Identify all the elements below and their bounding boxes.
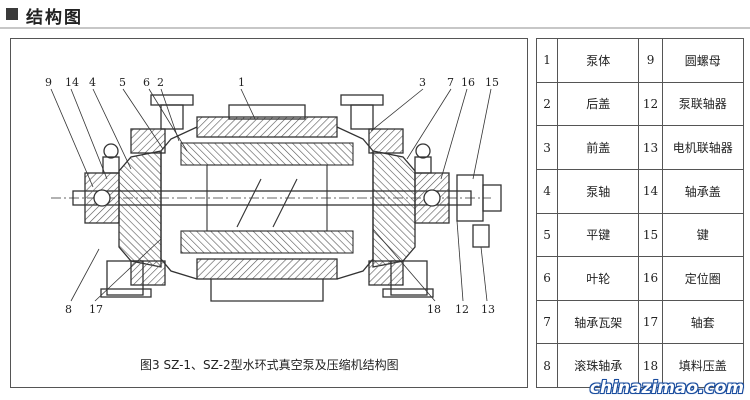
callout-6: 6 [143, 76, 150, 89]
part-name: 前盖 [557, 125, 640, 170]
part-number: 1 [535, 38, 559, 83]
callout-18: 18 [427, 303, 441, 316]
part-name: 定位圈 [661, 256, 745, 301]
part-number: 2 [535, 81, 559, 127]
table-row: 3 前盖 13 电机联轴器 [535, 125, 745, 170]
callout-labels: 9 14 4 5 6 2 1 3 7 16 15 8 17 18 12 13 [45, 76, 499, 316]
callout-4: 4 [89, 76, 96, 89]
header-divider [0, 27, 750, 29]
callout-1: 1 [238, 76, 245, 89]
part-name: 轴承盖 [661, 168, 745, 214]
callout-16: 16 [461, 76, 475, 89]
part-name: 滚珠轴承 [557, 343, 640, 388]
rear-cover [100, 128, 166, 298]
section-title: 结构图 [26, 8, 83, 28]
part-number: 3 [535, 125, 559, 170]
diagram-caption: 图3 SZ-1、SZ-2型水环式真空泵及压缩机结构图 [140, 358, 399, 372]
pump-casing [160, 104, 374, 302]
structure-diagram-frame: 9 14 4 5 6 2 1 3 7 16 15 8 17 18 12 13 [10, 38, 528, 388]
impeller [180, 142, 354, 254]
callout-17: 17 [89, 303, 103, 316]
table-row: 4 泵轴 14 轴承盖 [535, 168, 745, 214]
part-name: 泵联轴器 [661, 81, 745, 127]
part-name: 泵体 [557, 38, 640, 83]
part-name: 键 [661, 212, 745, 258]
callout-12: 12 [455, 303, 469, 316]
pump-cross-section-drawing: 9 14 4 5 6 2 1 3 7 16 15 8 17 18 12 13 [45, 76, 502, 316]
table-row: 6 叶轮 16 定位圈 [535, 256, 745, 301]
part-number: 8 [535, 343, 559, 388]
table-row: 7 轴承瓦架 17 轴套 [535, 299, 745, 345]
part-name: 平键 [557, 212, 640, 258]
callout-9: 9 [45, 76, 52, 89]
section-header: 结构图 [0, 0, 750, 29]
parts-table: 1 泵体 9 圆螺母 2 后盖 12 泵联轴器 3 前盖 13 电机联轴器 4 … [535, 38, 745, 388]
part-number: 16 [638, 256, 663, 301]
part-number: 5 [535, 212, 559, 258]
front-cover [368, 128, 434, 298]
table-row: 1 泵体 9 圆螺母 [535, 38, 745, 83]
callout-15: 15 [485, 76, 499, 89]
inlet-flanges [150, 94, 384, 130]
callout-3: 3 [419, 76, 426, 89]
part-name: 圆螺母 [661, 38, 745, 83]
site-watermark: chinazimao.com [589, 378, 744, 398]
coupling [456, 174, 502, 248]
callout-14: 14 [65, 76, 79, 89]
table-row: 8 滚珠轴承 18 填料压盖 [535, 343, 745, 388]
callout-leaders [50, 88, 492, 302]
part-number: 15 [638, 212, 663, 258]
part-number: 7 [535, 299, 559, 345]
part-number: 9 [638, 38, 663, 83]
callout-8: 8 [65, 303, 72, 316]
callout-5: 5 [119, 76, 126, 89]
header-square-icon [6, 8, 18, 20]
part-name: 泵轴 [557, 168, 640, 214]
callout-13: 13 [481, 303, 495, 316]
callout-7: 7 [447, 76, 454, 89]
part-name: 轴承瓦架 [557, 299, 640, 345]
part-number: 6 [535, 256, 559, 301]
part-number: 12 [638, 81, 663, 127]
part-name: 电机联轴器 [661, 125, 745, 170]
table-row: 2 后盖 12 泵联轴器 [535, 81, 745, 127]
part-number: 14 [638, 168, 663, 214]
part-name: 叶轮 [557, 256, 640, 301]
part-number: 4 [535, 168, 559, 214]
part-name: 轴套 [661, 299, 745, 345]
part-number: 17 [638, 299, 663, 345]
part-name: 后盖 [557, 81, 640, 127]
table-row: 5 平键 15 键 [535, 212, 745, 258]
part-name: 填料压盖 [661, 343, 745, 388]
part-number: 13 [638, 125, 663, 170]
callout-2: 2 [157, 76, 164, 89]
